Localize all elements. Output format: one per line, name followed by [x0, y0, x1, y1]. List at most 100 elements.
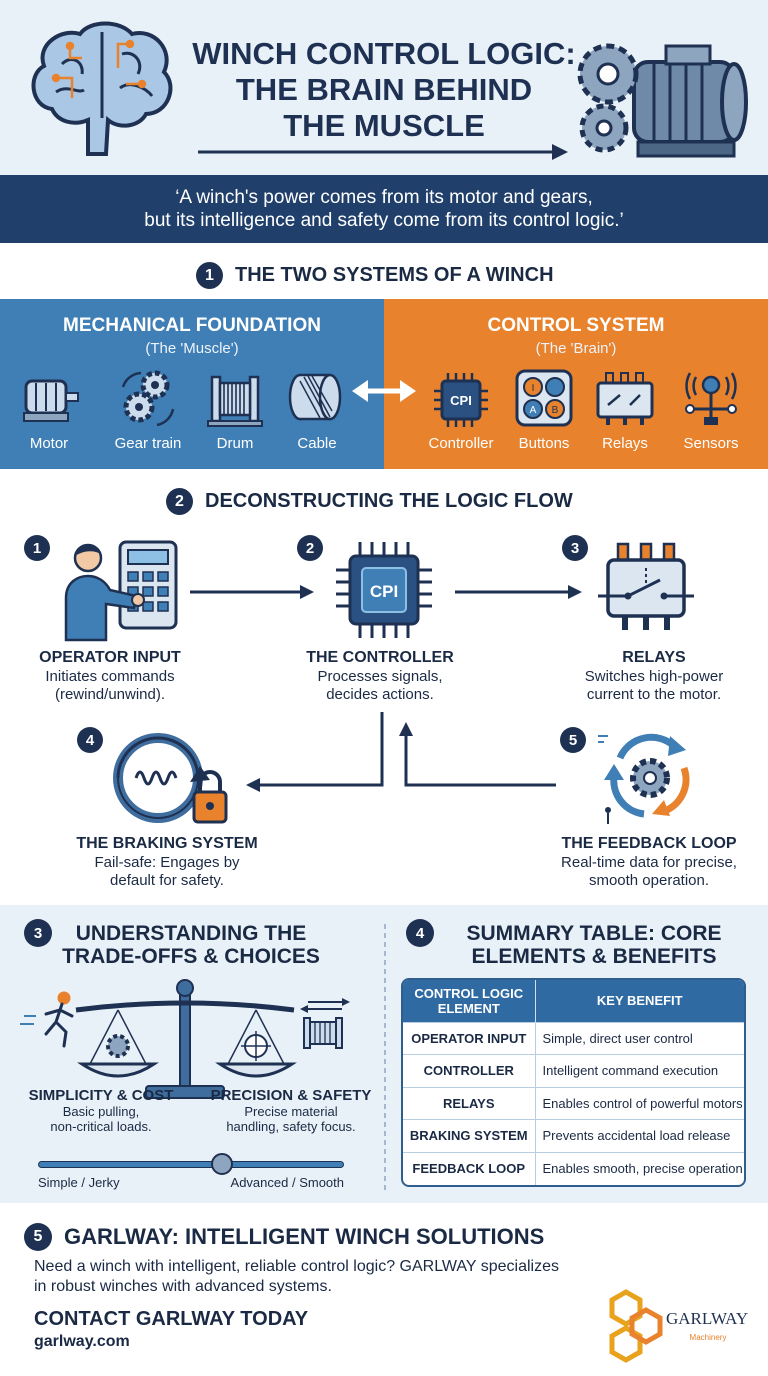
section-number: 5 — [24, 1223, 52, 1251]
panel-subtitle: (The 'Brain') — [535, 340, 617, 357]
component-label: Motor — [29, 435, 69, 452]
component-drum: Drum — [190, 371, 280, 452]
button-label: I — [532, 383, 535, 394]
benefit-cell: Intelligent command execution — [535, 1054, 744, 1087]
section-2-heading: 2 DECONSTRUCTING THE LOGIC FLOW — [166, 488, 573, 515]
simplicity-block: SIMPLICITY & COST Basic pulling, non-cri… — [16, 1087, 186, 1134]
quote-banner: ‘A winch's power comes from its motor an… — [0, 175, 768, 243]
heading-line: ELEMENTS & BENEFITS — [471, 945, 717, 968]
title-line-3: THE MUSCLE — [283, 108, 485, 143]
step-desc-line: (rewind/unwind). — [54, 686, 166, 703]
slider-thumb[interactable] — [210, 1153, 233, 1175]
summary-table: CONTROL LOGIC ELEMENT KEY BENEFIT OPERAT… — [401, 978, 746, 1187]
heading-line: UNDERSTANDING THE — [75, 922, 307, 945]
relay-icon — [598, 542, 694, 630]
page-title: WINCH CONTROL LOGIC: THE BRAIN BEHIND TH… — [160, 36, 608, 144]
section-number: 4 — [406, 919, 434, 947]
component-cable: Cable — [272, 371, 362, 452]
double-arrow-icon — [352, 380, 416, 402]
section-5-heading: 5 GARLWAY: INTELLIGENT WINCH SOLUTIONS — [24, 1223, 544, 1251]
logo-subtext: Machinery — [690, 1333, 727, 1342]
button-label: B — [552, 405, 559, 416]
step-desc-line: smooth operation. — [588, 872, 710, 889]
benefit-cell: Prevents accidental load release — [535, 1119, 744, 1152]
brain-icon — [31, 21, 173, 156]
step-desc-line: Switches high-power — [584, 668, 724, 685]
section-title: THE TWO SYSTEMS OF A WINCH — [235, 264, 554, 286]
element-cell: CONTROLLER — [403, 1054, 536, 1087]
column-header: KEY BENEFIT — [535, 980, 744, 1022]
gear-train-icon — [121, 370, 175, 427]
component-buttons: I A B Buttons — [499, 367, 589, 452]
option-title: PRECISION & SAFETY — [210, 1087, 372, 1104]
chip-icon: CPI — [434, 373, 488, 427]
step-title: RELAYS — [622, 649, 686, 666]
element-cell: RELAYS — [403, 1086, 536, 1120]
precision-block: PRECISION & SAFETY Precise material hand… — [204, 1087, 378, 1134]
step-description: Switches high-power current to the motor… — [554, 668, 754, 704]
website-link[interactable]: garlway.com — [34, 1333, 130, 1350]
flow-arrows — [190, 585, 582, 792]
component-gear-train: Gear train — [103, 367, 193, 452]
component-label: Drum — [216, 435, 254, 452]
column-header-line: CONTROL LOGIC — [414, 985, 524, 1001]
panel-subtitle: (The 'Muscle') — [145, 340, 239, 357]
slider-left-label: Simple / Jerky — [38, 1175, 120, 1190]
divider — [384, 924, 386, 1192]
section-3-heading: UNDERSTANDING THE TRADE-OFFS & CHOICES — [56, 922, 326, 968]
component-sensors: Sensors — [666, 371, 756, 452]
step-desc-line: default for safety. — [110, 872, 224, 889]
component-motor: Motor — [4, 371, 94, 452]
buttons-panel-icon: I A B — [515, 369, 573, 427]
chip-label: CPI — [370, 582, 398, 601]
slider-track — [38, 1161, 344, 1168]
garlway-description: Need a winch with intelligent, reliable … — [34, 1257, 654, 1297]
section-1-heading: 1 THE TWO SYSTEMS OF A WINCH — [196, 262, 554, 289]
motor-gear-icon — [577, 43, 748, 158]
step-desc-line: Initiates commands — [45, 668, 175, 685]
step-number: 1 — [24, 535, 50, 561]
section-title: GARLWAY: INTELLIGENT WINCH SOLUTIONS — [64, 1224, 545, 1249]
step-number: 4 — [77, 727, 103, 753]
brake-lock-icon — [113, 733, 228, 824]
option-desc-line: non-critical loads. — [50, 1119, 152, 1134]
option-desc-line: Precise material — [244, 1104, 338, 1119]
section-title: DECONSTRUCTING THE LOGIC FLOW — [205, 490, 573, 512]
component-relays: Relays — [580, 371, 670, 452]
description-line: Need a winch with intelligent, reliable … — [34, 1258, 559, 1275]
slider-right-label: Advanced / Smooth — [230, 1175, 344, 1190]
section-4-heading: SUMMARY TABLE: CORE ELEMENTS & BENEFITS — [444, 922, 744, 968]
motor-icon — [23, 379, 79, 422]
table-header-row: CONTROL LOGIC ELEMENT KEY BENEFIT — [403, 980, 744, 1022]
cable-icon — [288, 373, 342, 421]
step-desc-line: decides actions. — [326, 686, 434, 703]
component-label: Cable — [297, 435, 337, 452]
element-cell: BRAKING SYSTEM — [403, 1119, 536, 1152]
controller-chip-icon: CPI — [336, 542, 432, 638]
component-label: Relays — [602, 435, 648, 452]
option-desc-line: Basic pulling, — [62, 1104, 140, 1119]
benefit-cell: Enables smooth, precise operation — [535, 1151, 744, 1185]
section-number: 2 — [166, 488, 193, 515]
drum-icon — [207, 375, 263, 427]
component-label: Controller — [428, 435, 494, 452]
operator-icon — [64, 540, 178, 642]
column-header: CONTROL LOGIC ELEMENT — [403, 980, 536, 1022]
title-line-1: WINCH CONTROL LOGIC: — [192, 36, 576, 71]
arrow-right-icon — [198, 144, 568, 160]
contact-cta[interactable]: CONTACT GARLWAY TODAY — [34, 1308, 309, 1330]
component-label: Sensors — [683, 435, 739, 452]
option-title: SIMPLICITY & COST — [28, 1087, 174, 1104]
benefit-cell: Enables control of powerful motors — [535, 1086, 744, 1120]
mechanical-foundation-panel: MECHANICAL FOUNDATION (The 'Muscle') Mot… — [0, 299, 384, 469]
garlway-logo: GARLWAY Machinery — [609, 1289, 748, 1363]
component-label: Buttons — [518, 435, 570, 452]
quote-line-1: ‘A winch's power comes from its motor an… — [175, 187, 593, 208]
tradeoff-slider[interactable] — [38, 1153, 344, 1175]
step-desc-line: Fail-safe: Engages by — [94, 854, 240, 871]
chip-label: CPI — [450, 393, 472, 408]
